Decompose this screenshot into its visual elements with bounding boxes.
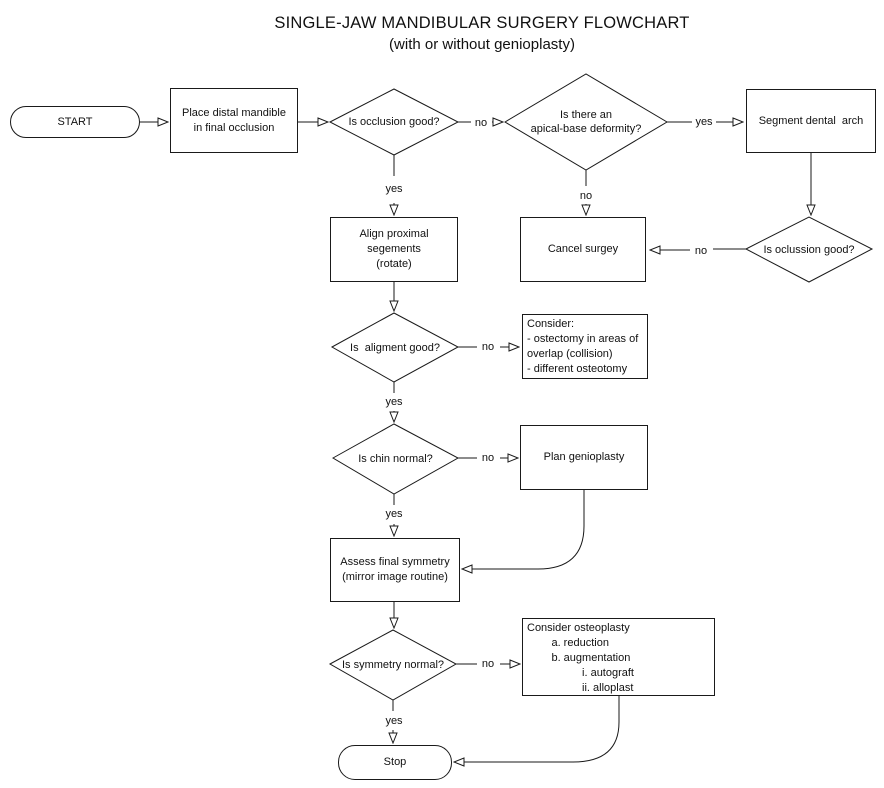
process-consider-osteoplasty: Consider osteoplasty a. reduction b. aug…	[522, 618, 715, 696]
plan-label: Plan genioplasty	[543, 451, 625, 463]
edge-label-no-alignment: no	[479, 341, 497, 353]
edge-label-yes-occlusion1: yes	[383, 183, 405, 195]
start-terminator: START	[10, 106, 140, 138]
decision-occlusion2-shape	[744, 216, 874, 283]
process-plan-genioplasty: Plan genioplasty	[520, 425, 648, 490]
edge-osteoplasty-stop	[454, 696, 620, 762]
decision-chin-label: Is chin normal?	[358, 453, 433, 465]
segment-label: Segment dental arch	[758, 114, 864, 127]
decision-apical-shape	[504, 73, 668, 171]
edge-label-yes-symmetry: yes	[383, 715, 405, 727]
start-label: START	[57, 115, 93, 128]
edge-label-no-symmetry: no	[479, 658, 497, 670]
decision-chin-shape	[331, 423, 460, 495]
decision-apical-label: Is there an apical-base deformity?	[530, 109, 642, 135]
cancel-label: Cancel surgey	[547, 243, 619, 255]
process-assess-final-symmetry: Assess final symmetry (mirror image rout…	[330, 538, 460, 602]
place-label: Place distal mandible in final occlusion	[182, 106, 286, 134]
edge-label-yes-alignment: yes	[383, 396, 405, 408]
edge-label-no-occlusion2: no	[692, 245, 710, 257]
page-title: SINGLE-JAW MANDIBULAR SURGERY FLOWCHART	[274, 14, 690, 32]
align-label: Align proximal segements (rotate)	[359, 228, 429, 270]
stop-label: Stop	[383, 756, 407, 768]
decision-occlusion1-shape	[328, 88, 460, 156]
edge-label-no-occlusion1: no	[472, 117, 490, 129]
osteoplasty-label: Consider osteoplasty a. reduction b. aug…	[527, 622, 634, 694]
process-segment-dental-arch: Segment dental arch	[746, 89, 876, 153]
decision-occlusion1-label: Is occlusion good?	[348, 116, 440, 128]
process-place-distal-mandible: Place distal mandible in final occlusion	[170, 88, 298, 153]
decision-alignment-shape	[330, 312, 460, 383]
ostectomy-label: Consider: - ostectomy in areas of overla…	[527, 318, 639, 375]
process-align-proximal-segments: Align proximal segements (rotate)	[330, 217, 458, 282]
edge-label-no-chin: no	[479, 452, 497, 464]
process-consider-ostectomy: Consider: - ostectomy in areas of overla…	[522, 314, 648, 379]
connectors	[140, 122, 811, 762]
assess-label: Assess final symmetry (mirror image rout…	[340, 556, 450, 583]
edge-label-yes-chin: yes	[383, 508, 405, 520]
edge-plan-assess	[462, 490, 585, 569]
decision-alignment-label: Is aligment good?	[350, 341, 440, 354]
stop-terminator: Stop	[338, 745, 452, 780]
edge-label-yes-apical: yes	[693, 116, 715, 128]
page-subtitle: (with or without genioplasty)	[389, 36, 575, 53]
process-cancel-surgery: Cancel surgey	[520, 217, 646, 282]
edge-label-no-apical: no	[577, 190, 595, 202]
decision-symmetry-shape	[328, 629, 458, 701]
decision-occlusion2-label: Is oclussion good?	[763, 243, 855, 256]
decision-symmetry-label: Is symmetry normal?	[341, 659, 445, 671]
decision-shapes	[328, 73, 874, 701]
